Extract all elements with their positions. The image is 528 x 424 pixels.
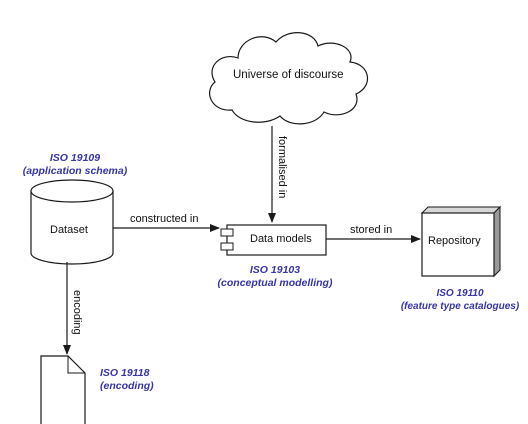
stored-in-label: stored in — [350, 224, 393, 236]
iso19118-code: ISO 19118 — [100, 367, 150, 379]
iso19109-desc: (application schema) — [22, 165, 128, 177]
iso19103-annotation: ISO 19103 (conceptual modelling) — [205, 264, 345, 290]
encoding-label: encoding — [71, 290, 83, 335]
universe-of-discourse-cloud[interactable] — [209, 32, 368, 125]
iso19109-annotation: ISO 19109 (application schema) — [10, 152, 140, 178]
iso19118-annotation: ISO 19118 (encoding) — [100, 367, 170, 393]
iso19109-code: ISO 19109 — [49, 152, 101, 164]
iso19110-code: ISO 19110 — [436, 288, 484, 299]
data-models-label: Data models — [250, 233, 312, 245]
dataset-cylinder[interactable] — [30, 179, 114, 265]
encoded-document-icon[interactable] — [40, 355, 86, 424]
dataset-label: Dataset — [50, 224, 88, 236]
iso19103-code: ISO 19103 — [249, 264, 301, 276]
repository-box[interactable] — [420, 205, 502, 278]
universe-label: Universe of discourse — [233, 69, 344, 81]
formalised-in-label: formalised in — [276, 136, 288, 199]
repository-label: Repository — [428, 235, 481, 247]
iso19110-annotation: ISO 19110 (feature type catalogues) — [392, 287, 528, 313]
iso19118-desc: (encoding) — [100, 380, 154, 392]
iso19103-desc: (conceptual modelling) — [217, 277, 333, 289]
constructed-in-label: constructed in — [130, 213, 199, 225]
data-models-component[interactable] — [220, 224, 327, 256]
iso19110-desc: (feature type catalogues) — [400, 301, 520, 312]
